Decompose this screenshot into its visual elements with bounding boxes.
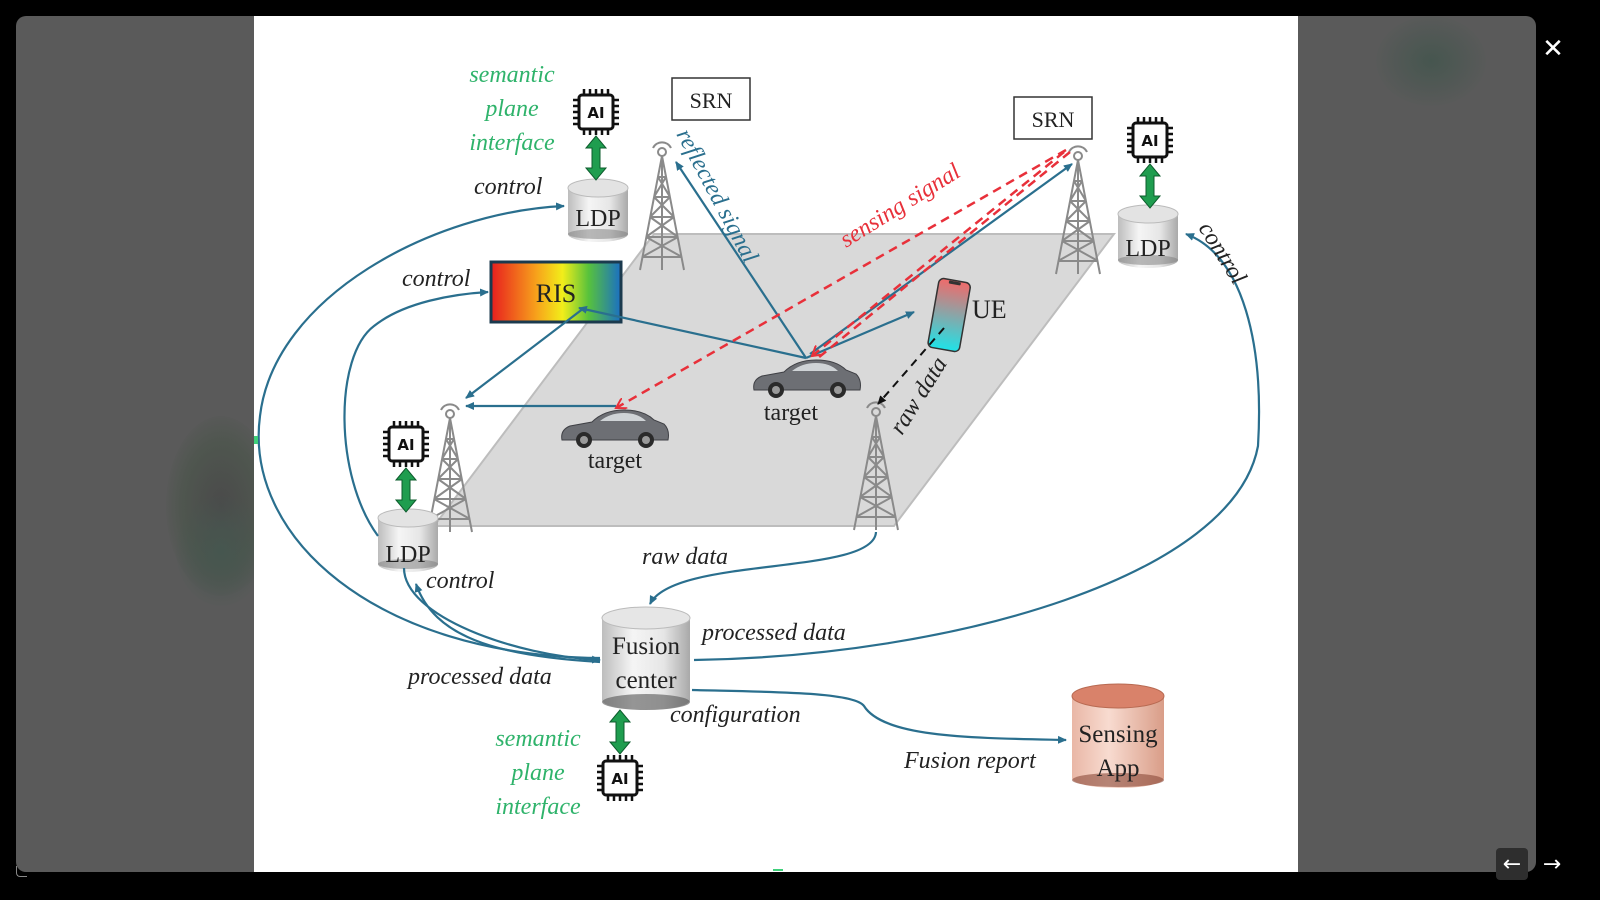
fusion-center-cylinder xyxy=(601,606,691,710)
close-button[interactable]: ✕ xyxy=(1536,32,1570,66)
sensing-app-line1: Sensing xyxy=(1078,721,1158,748)
ldp-left-to-ris-control xyxy=(343,288,489,537)
next-image-button[interactable]: → xyxy=(1536,848,1568,880)
fusion-center-line1: Fusion xyxy=(612,633,681,660)
ue-raw-data-link xyxy=(877,327,945,405)
bidirectional-arrow-icon-top xyxy=(585,135,607,181)
label-processed-data-right: processed data xyxy=(700,620,846,646)
label-processed-data-left: processed data xyxy=(406,664,552,690)
close-icon: ✕ xyxy=(1542,34,1564,64)
image-edge-marker xyxy=(773,869,783,871)
semantic-interface-bottom-line2: plane xyxy=(509,760,565,786)
bidirectional-arrow-icon-left xyxy=(395,467,417,513)
label-configuration: configuration xyxy=(670,702,801,728)
target-label-center: target xyxy=(764,400,819,426)
semantic-interface-top-line1: semantic xyxy=(469,62,555,88)
fusion-center-line2: center xyxy=(615,667,677,694)
srn-box-right xyxy=(1013,96,1093,140)
sensing-app-line2: App xyxy=(1096,755,1139,782)
ai-chip-text: AI xyxy=(397,436,414,454)
ldp-top xyxy=(567,178,629,242)
bidirectional-arrow-icon-right xyxy=(1139,163,1161,209)
corner-resize-mark xyxy=(16,866,27,877)
label-control-ris: control xyxy=(402,266,471,292)
reflected-signal-link xyxy=(675,161,807,359)
semantic-interface-top-line2: plane xyxy=(483,96,539,122)
image-edge-marker xyxy=(254,436,258,444)
fusion-to-ldp-right-control xyxy=(693,232,1261,662)
label-control-bottom: control xyxy=(426,568,495,594)
label-control-right: control xyxy=(1193,217,1251,289)
arrow-left-icon: ← xyxy=(1502,851,1522,877)
backdrop-blur-shape xyxy=(1376,16,1486,106)
ldp-label-left: LDP xyxy=(385,542,430,568)
control-data-links xyxy=(257,202,1261,744)
label-fusion-report: Fusion report xyxy=(903,748,1037,774)
target-to-ris-link xyxy=(578,305,807,360)
semantic-interface-bottom-line3: interface xyxy=(495,794,581,820)
ai-chip-text: AI xyxy=(587,104,604,122)
srn-box-left xyxy=(671,77,751,121)
ldp-label-right: LDP xyxy=(1125,236,1170,262)
label-control-top: control xyxy=(474,174,543,200)
srn-label-right: SRN xyxy=(1032,107,1075,132)
ldp-left-to-fusion-processed xyxy=(402,567,601,664)
bidirectional-arrow-icon-bottom xyxy=(609,709,631,755)
backdrop-blur-shape xyxy=(176,496,266,606)
sensing-signal-links xyxy=(616,148,1071,408)
ue-label: UE xyxy=(972,295,1007,324)
ai-chip-text: AI xyxy=(611,770,628,788)
ris-label: RIS xyxy=(536,279,576,308)
ris-to-tower-link xyxy=(465,307,585,399)
previous-image-button[interactable]: ← xyxy=(1496,848,1528,880)
ldp-left xyxy=(377,508,439,572)
diagram-image: SRN SRN RIS UE target target LDP xyxy=(254,16,1298,872)
semantic-interface-bottom-line1: semantic xyxy=(495,726,581,752)
srn-label-left: SRN xyxy=(690,88,733,113)
target-to-ue-link xyxy=(805,310,915,360)
fusion-to-ldp-left-control xyxy=(414,583,601,664)
fusion-to-sensing-app-report xyxy=(691,688,1067,744)
label-raw-data-fusion: raw data xyxy=(642,544,728,570)
ldp-right xyxy=(1117,204,1179,268)
isac-network-diagram: SRN SRN RIS UE target target LDP xyxy=(257,62,1261,820)
fusion-to-ldp-top-control xyxy=(257,202,601,660)
arrow-right-icon: → xyxy=(1542,851,1562,877)
ai-chip-text: AI xyxy=(1141,132,1158,150)
sensing-app-cylinder xyxy=(1071,683,1165,788)
ldp-label-top: LDP xyxy=(575,206,620,232)
tower-to-fusion-raw-data xyxy=(649,531,878,605)
target-label-left: target xyxy=(588,448,643,474)
semantic-interface-top-line3: interface xyxy=(469,130,555,156)
